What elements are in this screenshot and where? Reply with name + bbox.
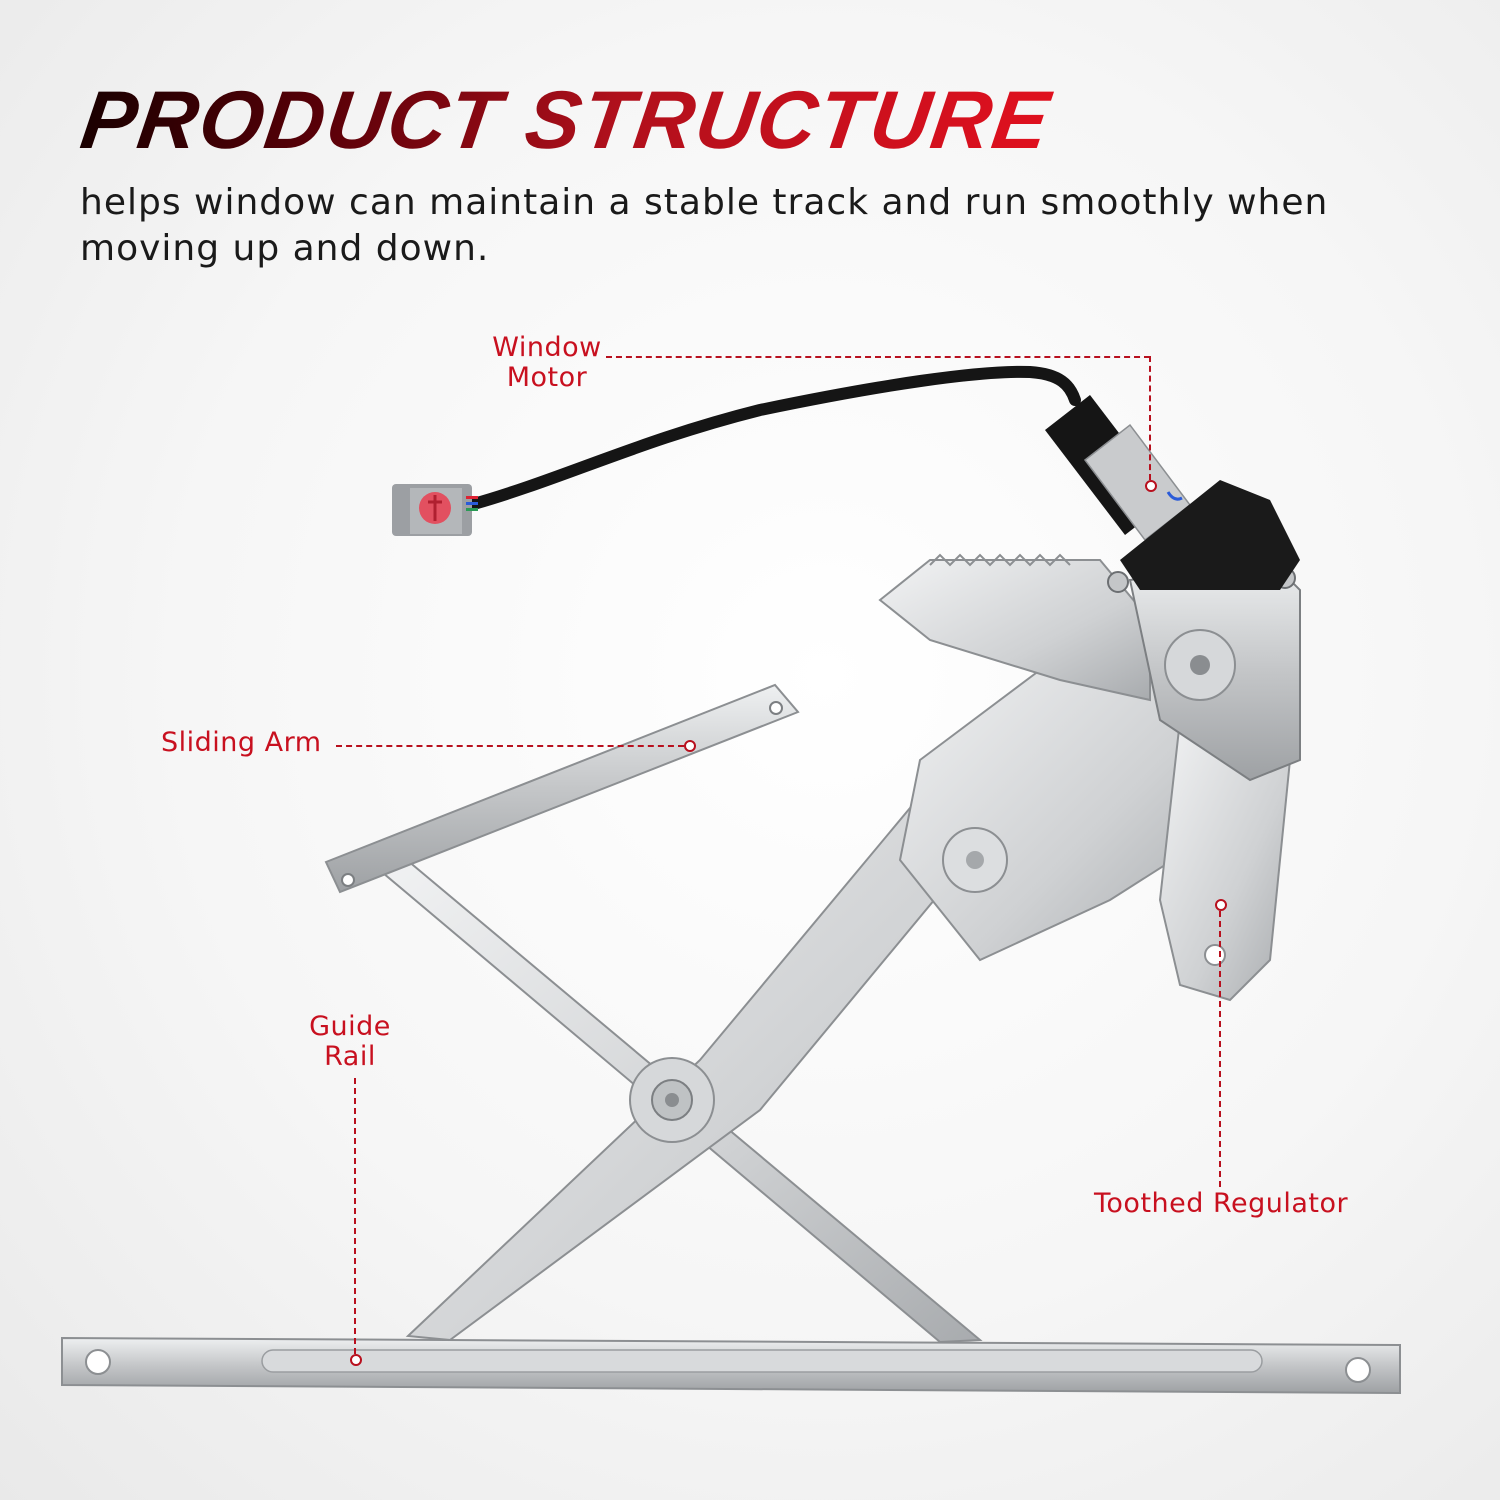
callout-window-motor-dot	[1145, 480, 1157, 492]
callout-sliding-arm-label: Sliding Arm	[161, 727, 322, 758]
motor-cable	[464, 365, 1081, 511]
callout-guide-rail-line	[354, 1078, 356, 1354]
callout-toothed-regulator-dot	[1215, 899, 1227, 911]
connector	[392, 484, 478, 536]
callout-window-motor-label: Window Motor	[492, 332, 602, 393]
callout-guide-rail-dot	[350, 1354, 362, 1366]
callout-window-motor-line-vertical	[1149, 356, 1151, 480]
callout-sliding-arm-line	[336, 745, 684, 747]
window-motor	[1045, 395, 1300, 590]
callout-toothed-regulator-label: Toothed Regulator	[1094, 1188, 1349, 1219]
guide-rail	[61, 1336, 1401, 1395]
gear-housing	[1107, 558, 1301, 782]
callout-window-motor-line	[606, 356, 1150, 358]
callout-sliding-arm-dot	[684, 740, 696, 752]
sliding-arm	[324, 683, 800, 894]
toothed-sector	[878, 553, 1292, 1002]
callout-guide-rail-label: Guide Rail	[309, 1011, 391, 1072]
callout-toothed-regulator-line	[1219, 911, 1221, 1187]
page-subtitle: helps window can maintain a stable track…	[80, 182, 1329, 269]
